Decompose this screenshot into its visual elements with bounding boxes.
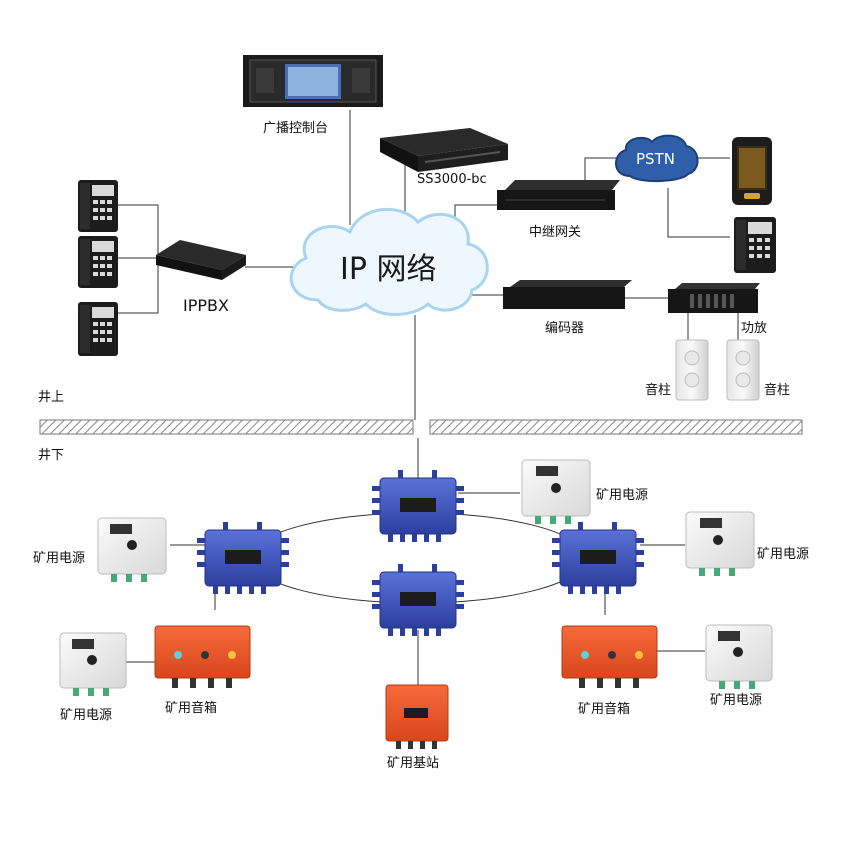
mine-power-right-label: 矿用电源	[757, 547, 810, 562]
mine-power-bottom-right-icon	[705, 624, 773, 689]
mine-base-station-icon	[385, 684, 449, 749]
pstn-label: PSTN	[636, 150, 675, 168]
encoder-icon	[503, 280, 632, 309]
ss3000-label: SS3000-bc	[417, 172, 487, 187]
above-ground-label: 井上	[38, 390, 65, 405]
mobile-phone-icon	[732, 137, 772, 205]
pstn-cloud	[615, 134, 699, 183]
ip-network-label: IP 网络	[340, 252, 437, 287]
column-speaker-left-label: 音柱	[645, 383, 672, 398]
mine-power-bottom-left-label: 矿用电源	[60, 708, 113, 723]
desk-phone-3-icon	[78, 302, 118, 356]
mine-power-top-right-label: 矿用电源	[596, 488, 649, 503]
trunk-gateway-icon	[497, 180, 620, 210]
mine-speaker-left-label: 矿用音箱	[165, 701, 218, 716]
column-speaker-right-label: 音柱	[764, 383, 791, 398]
mine-speaker-left-icon	[154, 625, 251, 688]
trunk-gateway-label: 中继网关	[529, 225, 582, 240]
column-speaker-right-icon	[726, 339, 760, 401]
ippbx-label: IPPBX	[183, 296, 229, 315]
desk-phone-1-icon	[78, 180, 118, 232]
mine-power-top-right-icon	[521, 459, 591, 524]
ippbx-icon	[156, 240, 246, 280]
ground-separator	[39, 419, 803, 435]
desk-phone-right-icon	[734, 217, 776, 273]
mine-power-left-label: 矿用电源	[33, 551, 86, 566]
mine-speaker-right-icon	[561, 625, 658, 688]
desk-phone-2-icon	[78, 236, 118, 288]
mine-switch-right-icon	[552, 522, 644, 594]
encoder-label: 编码器	[545, 321, 585, 336]
mine-power-bottom-left-icon	[59, 632, 127, 696]
amplifier-label: 功放	[741, 321, 768, 336]
console-label: 广播控制台	[263, 121, 329, 136]
ip-network-cloud	[289, 207, 489, 316]
underground-label: 井下	[38, 448, 65, 463]
mine-switch-top-icon	[372, 470, 464, 542]
column-speaker-left-icon	[675, 339, 709, 401]
broadcast-console-icon	[243, 55, 383, 107]
mine-power-left-icon	[97, 517, 167, 582]
mine-speaker-right-label: 矿用音箱	[578, 702, 631, 717]
mine-power-right-icon	[685, 511, 755, 576]
mine-switch-left-icon	[197, 522, 289, 594]
amplifier-icon	[668, 283, 760, 313]
mine-base-station-label: 矿用基站	[387, 756, 440, 771]
mine-switch-middle-icon	[372, 564, 464, 636]
mine-power-bottom-right-label: 矿用电源	[710, 693, 763, 708]
ss3000-server-icon	[380, 128, 508, 172]
